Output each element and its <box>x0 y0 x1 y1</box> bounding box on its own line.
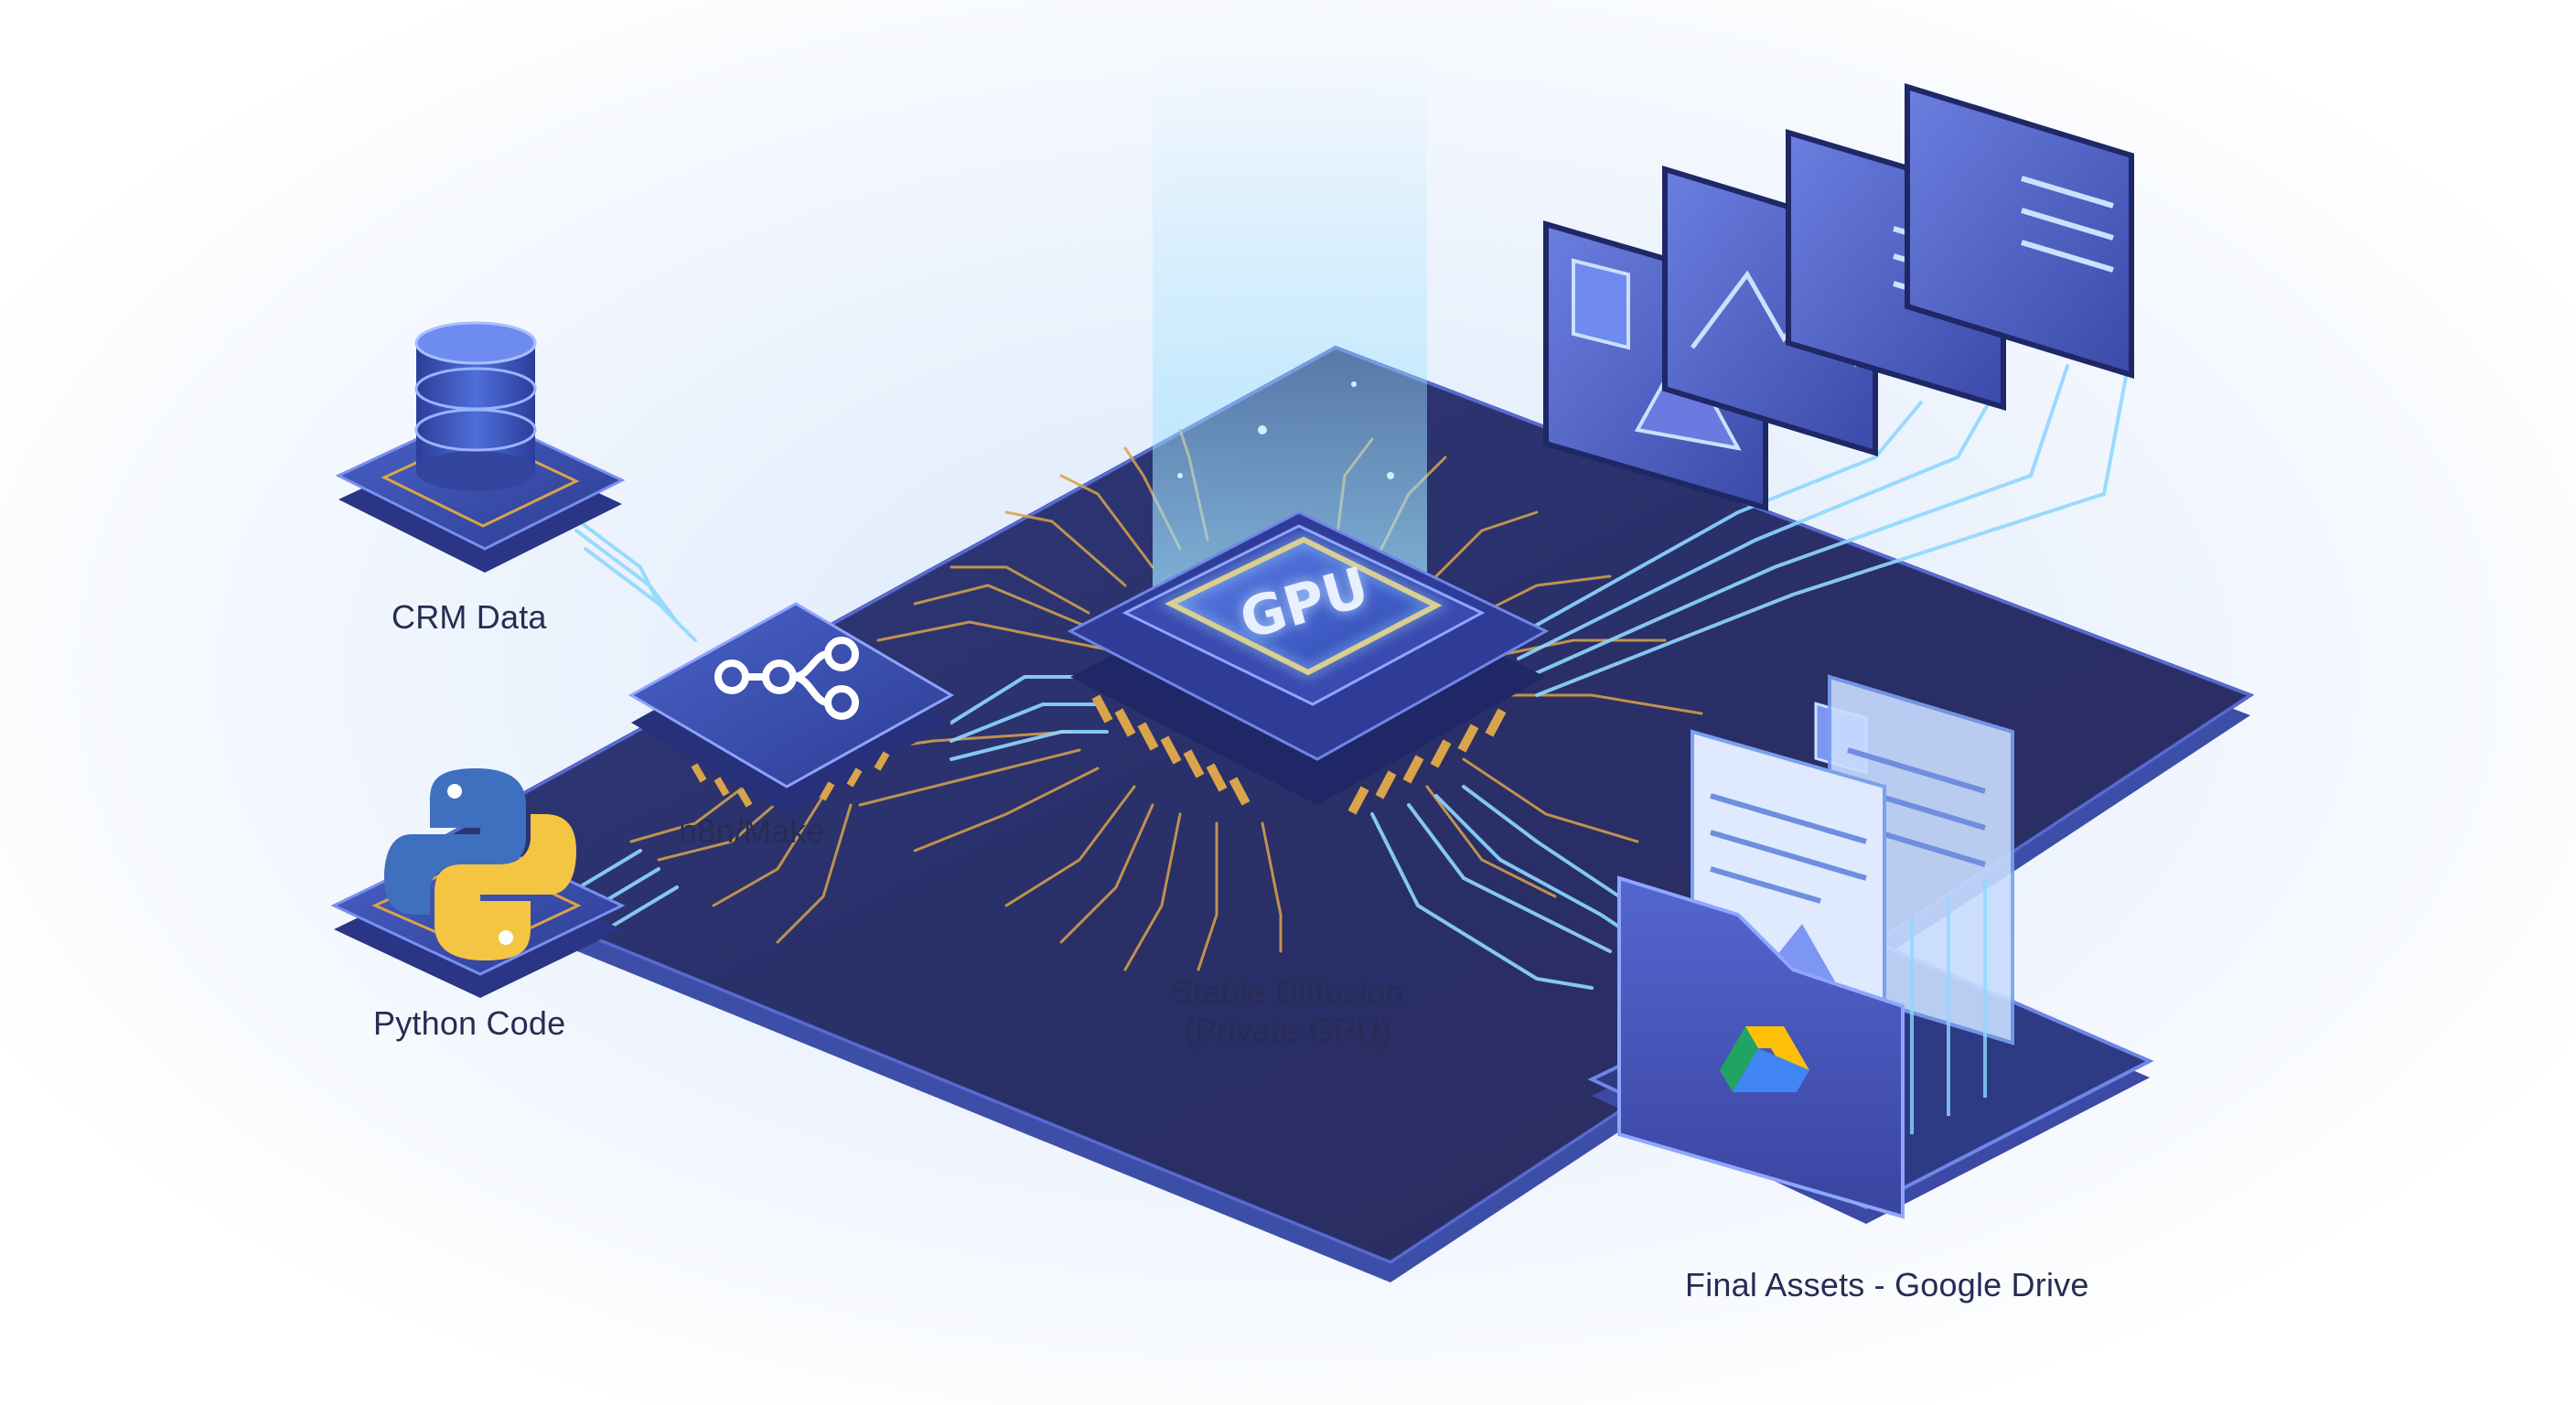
stable-diffusion-label-line1: Stable Diffusion <box>1171 973 1404 1011</box>
generated-image-screens <box>1543 82 2134 775</box>
gpu-chip <box>1067 55 1550 815</box>
n8n-make-node <box>628 602 955 814</box>
crm-data-label: CRM Data <box>392 598 547 636</box>
stable-diffusion-label-line2: (Private GPU) <box>1184 1012 1391 1049</box>
python-logo-icon <box>384 768 576 960</box>
workflow-nodes-icon <box>714 637 859 720</box>
google-drive-folder-icon <box>1720 1026 1809 1092</box>
google-drive-folder <box>1617 674 2014 1219</box>
screen-panel <box>1905 82 2134 380</box>
database-icon <box>414 321 537 491</box>
python-code-node <box>330 768 626 998</box>
n8n-make-label: n8n/Make <box>679 812 825 850</box>
python-code-label: Python Code <box>373 1004 566 1042</box>
crm-data-node <box>335 321 626 573</box>
final-assets-label: Final Assets - Google Drive <box>1685 1266 2089 1303</box>
stable-diffusion-label: Stable Diffusion (Private GPU) <box>1171 973 1404 1050</box>
